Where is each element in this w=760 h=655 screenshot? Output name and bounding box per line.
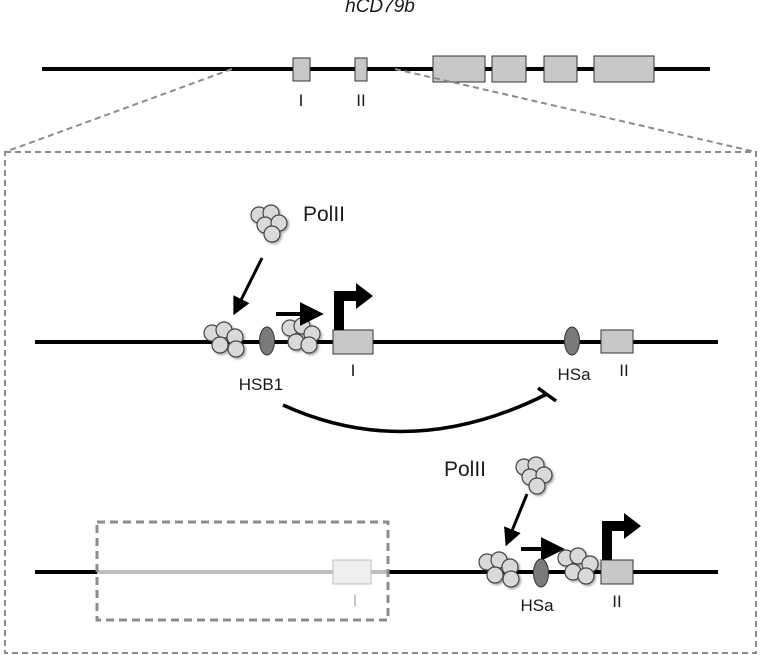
zoom-line-left xyxy=(4,68,233,153)
exon-2-panel2 xyxy=(600,559,634,585)
polII-label-1: PolII xyxy=(303,203,345,226)
polII-complex-bound-1a xyxy=(203,321,245,358)
exon-1 xyxy=(292,57,311,82)
exon-2-panel1 xyxy=(600,329,634,354)
polII-complex-bound-1b xyxy=(281,317,321,354)
hsa-label-1: HSa xyxy=(557,365,591,384)
exon-4 xyxy=(491,55,527,83)
exon-2-label-panel2: II xyxy=(612,592,621,611)
polII-complex-bound-2a xyxy=(478,551,520,588)
inhibition-bar xyxy=(536,386,558,403)
zoom-outline xyxy=(4,68,757,654)
deleted-exon-1-label: I xyxy=(353,591,358,610)
hsa-label-2: HSa xyxy=(520,596,554,615)
polII-complex-free-2 xyxy=(515,456,553,495)
hsa-site-2 xyxy=(533,558,549,588)
panel-promoter-II-active: I PolII HSa II xyxy=(35,456,718,622)
hsb1-site xyxy=(259,326,275,356)
exon-1-panel1 xyxy=(332,329,374,355)
deleted-region-box xyxy=(95,520,390,622)
exon-3 xyxy=(432,55,486,83)
exon-2-label: II xyxy=(356,91,365,110)
polII-label-2: PolII xyxy=(444,458,486,481)
tss-arrow-2 xyxy=(602,521,626,560)
inhibition-arc xyxy=(282,392,548,434)
exon-2 xyxy=(354,57,368,82)
exon-6 xyxy=(593,55,655,83)
gene-map: I II xyxy=(42,55,710,110)
zoom-line-right xyxy=(394,68,757,153)
recruitment-arrow-1 xyxy=(233,257,264,316)
exon-1-label-panel1: I xyxy=(351,361,356,380)
zoom-box xyxy=(4,151,757,654)
panel-promoter-I-active: PolII HSB1 I HSa II xyxy=(35,203,718,434)
exon-2-label-panel1: II xyxy=(619,361,628,380)
tss-arrow-1 xyxy=(334,291,358,330)
gene-title: hCD79b xyxy=(345,0,415,17)
hsb1-label: HSB1 xyxy=(239,375,283,394)
polII-complex-free-1 xyxy=(250,204,288,243)
tss-arrowhead-1 xyxy=(356,283,373,309)
tss-arrowhead-2 xyxy=(624,513,641,539)
hsa-site-1 xyxy=(564,326,580,356)
polII-complex-bound-2b xyxy=(557,547,599,585)
exon-5 xyxy=(543,55,578,83)
recruitment-arrow-2 xyxy=(504,493,529,547)
exon-1-label: I xyxy=(299,91,304,110)
deleted-exon-1 xyxy=(332,559,372,585)
